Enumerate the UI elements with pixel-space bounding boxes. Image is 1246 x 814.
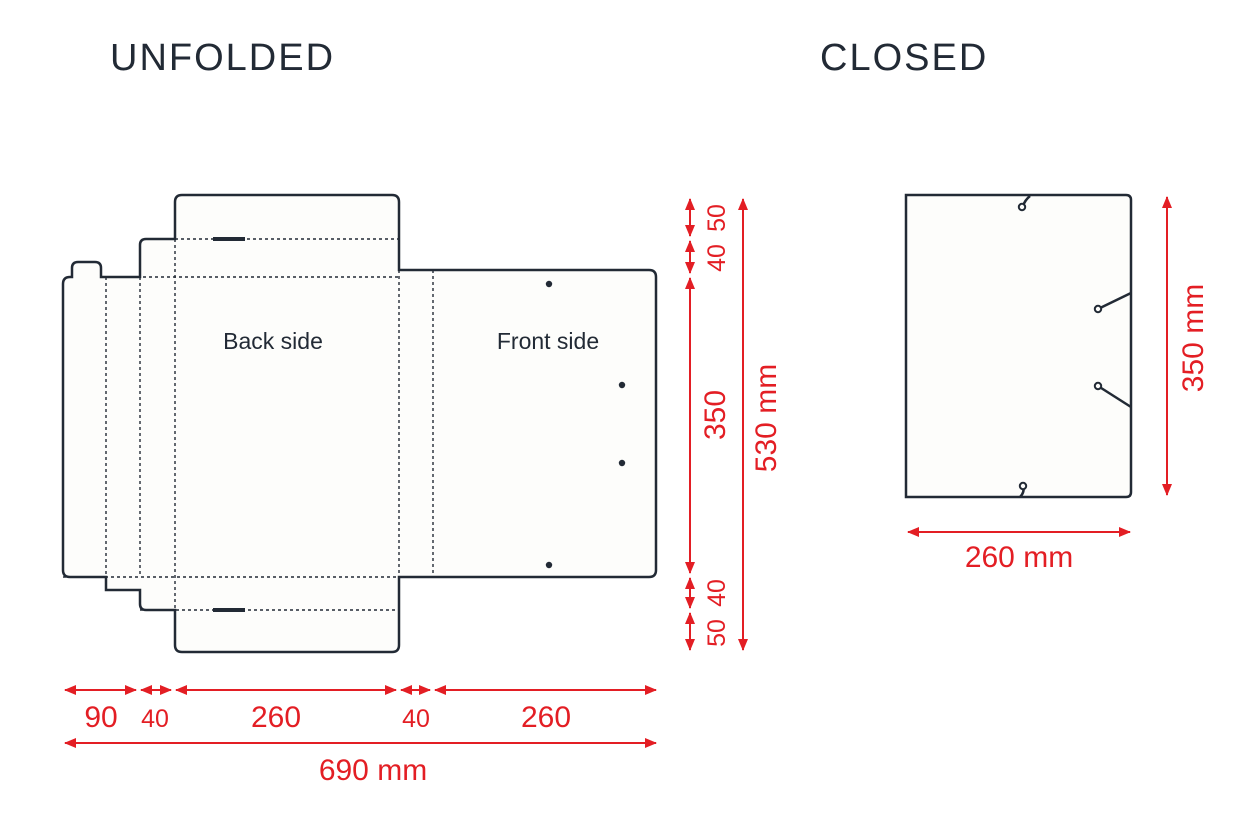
elastic-hole-top bbox=[545, 280, 553, 288]
dim-label-spine-left: 40 bbox=[141, 705, 169, 733]
elastic-knot-right-lower bbox=[1093, 381, 1103, 391]
elastic-hole-right-upper bbox=[618, 381, 626, 389]
unfolded-vertical-dimensions: 50 40 350 40 50 530 mm bbox=[685, 198, 783, 651]
front-side-label: Front side bbox=[497, 328, 599, 354]
unfolded-outline bbox=[61, 193, 658, 654]
back-side-label: Back side bbox=[223, 328, 323, 354]
dim-label-total-width: 690 mm bbox=[319, 754, 427, 787]
dim-label-back-width: 260 bbox=[251, 701, 301, 734]
dim-label-spine-right: 40 bbox=[402, 705, 430, 733]
dim-label-bottom-fold: 40 bbox=[703, 579, 731, 607]
elastic-knot-bottom bbox=[1018, 481, 1028, 491]
dim-label-top-flap: 50 bbox=[703, 204, 731, 232]
dim-label-bottom-flap: 50 bbox=[703, 619, 731, 647]
dim-label-closed-height: 350 mm bbox=[1177, 284, 1210, 392]
closed-folder bbox=[904, 193, 1133, 499]
dim-label-top-fold: 40 bbox=[703, 244, 731, 272]
elastic-hole-right-lower bbox=[618, 459, 626, 467]
elastic-knot-top bbox=[1017, 202, 1027, 212]
dim-label-total-height: 530 mm bbox=[750, 364, 783, 472]
elastic-hole-bottom bbox=[545, 561, 553, 569]
elastic-knot-right-upper bbox=[1093, 304, 1103, 314]
dim-label-front-width: 260 bbox=[521, 701, 571, 734]
unfolded-horizontal-dimensions: 90 40 260 40 260 690 mm bbox=[64, 685, 657, 787]
dim-label-closed-width: 260 mm bbox=[965, 541, 1073, 574]
unfolded-heading: UNFOLDED bbox=[110, 37, 335, 79]
dim-label-center: 350 bbox=[699, 390, 732, 440]
dim-label-left-flap: 90 bbox=[84, 701, 117, 734]
closed-folder-outline bbox=[904, 193, 1133, 499]
elastic-band-right-upper bbox=[1097, 291, 1132, 311]
unfolded-diecut: Back side Front side bbox=[61, 193, 658, 654]
closed-heading: CLOSED bbox=[820, 37, 988, 79]
elastic-band-right-lower bbox=[1097, 384, 1132, 409]
closed-dimensions: 350 mm 260 mm bbox=[907, 196, 1210, 574]
